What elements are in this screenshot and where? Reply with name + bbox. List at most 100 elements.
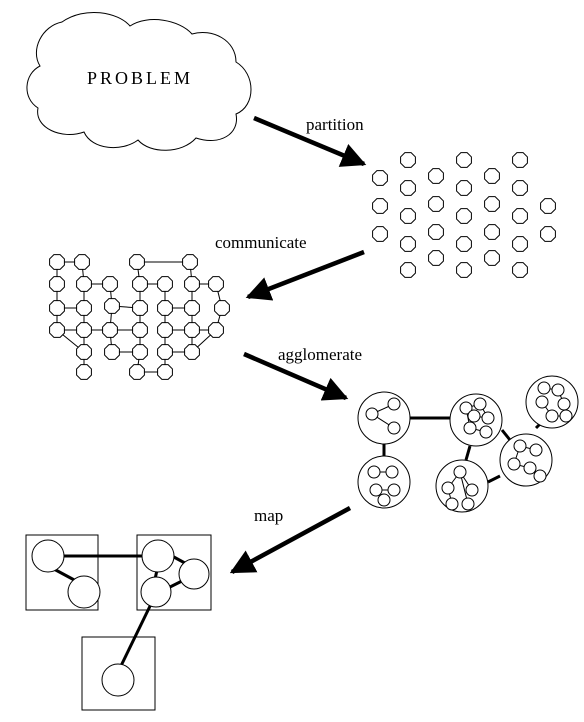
inner-task xyxy=(377,493,391,507)
communicating-task xyxy=(184,276,200,292)
inner-task xyxy=(533,469,547,483)
mapped-task xyxy=(141,539,175,573)
partition-task xyxy=(484,168,500,184)
inner-task xyxy=(365,407,379,421)
inner-task xyxy=(523,461,537,475)
communicating-task xyxy=(102,322,118,338)
inner-task xyxy=(459,401,473,415)
mapped-channel xyxy=(116,601,154,673)
communicating-task xyxy=(129,364,145,380)
communicating-task xyxy=(104,298,120,314)
communicating-task xyxy=(49,300,65,316)
inner-task xyxy=(537,381,551,395)
communicating-task xyxy=(132,300,148,316)
inner-task xyxy=(473,397,487,411)
inner-task xyxy=(387,483,401,497)
communicate-arrow xyxy=(245,249,365,301)
agglomerate-channel xyxy=(464,445,472,461)
communicating-task xyxy=(214,300,230,316)
mapped-task xyxy=(101,663,135,697)
agglomerate-cluster xyxy=(357,391,411,445)
partition-task-grid xyxy=(372,152,556,278)
partition-task xyxy=(484,224,500,240)
inner-task xyxy=(453,465,467,479)
partition-task xyxy=(456,152,472,168)
partition-task xyxy=(540,226,556,242)
partition-arrow xyxy=(253,115,367,167)
inner-task xyxy=(467,409,481,423)
communicating-task xyxy=(157,300,173,316)
partition-task xyxy=(456,208,472,224)
inner-task xyxy=(559,409,573,423)
inner-task xyxy=(441,481,455,495)
inner-task xyxy=(557,397,571,411)
communicating-task xyxy=(76,364,92,380)
agglomerate-arrow xyxy=(243,351,349,401)
inner-task xyxy=(481,411,495,425)
communicating-task xyxy=(104,344,120,360)
communicating-task xyxy=(49,276,65,292)
problem-label: PROBLEM xyxy=(87,68,193,88)
agglomerate-label: agglomerate xyxy=(278,345,362,364)
partition-task xyxy=(372,170,388,186)
communicating-task xyxy=(129,254,145,270)
partition-task xyxy=(372,198,388,214)
communicating-task xyxy=(157,322,173,338)
communicating-task xyxy=(208,276,224,292)
problem-cloud: PROBLEM xyxy=(26,11,252,151)
communication-network xyxy=(49,254,230,380)
partition-task xyxy=(484,196,500,212)
partition-task xyxy=(428,250,444,266)
mapped-task xyxy=(178,558,210,590)
inner-task xyxy=(387,421,401,435)
partition-task xyxy=(428,224,444,240)
communicating-task xyxy=(132,322,148,338)
partition-task xyxy=(540,198,556,214)
inner-task xyxy=(387,397,401,411)
inner-task xyxy=(551,383,565,397)
partition-task xyxy=(372,226,388,242)
map-label: map xyxy=(254,506,283,525)
communicating-task xyxy=(49,254,65,270)
agglomerated-tasks xyxy=(357,375,579,513)
partition-task xyxy=(400,152,416,168)
communicating-task xyxy=(132,276,148,292)
inner-task xyxy=(529,443,543,457)
partition-task xyxy=(512,236,528,252)
processor-mapping xyxy=(25,534,212,711)
communicating-task xyxy=(157,276,173,292)
communicating-task xyxy=(49,322,65,338)
communicating-task xyxy=(76,322,92,338)
partition-task xyxy=(428,168,444,184)
communicating-task xyxy=(76,276,92,292)
communicate-label: communicate xyxy=(215,233,307,252)
partition-task xyxy=(512,152,528,168)
inner-task xyxy=(463,421,477,435)
processor-box xyxy=(81,636,156,711)
partition-task xyxy=(512,208,528,224)
communicating-task xyxy=(182,254,198,270)
mapped-task xyxy=(67,575,101,609)
partition-task xyxy=(400,236,416,252)
inner-task xyxy=(535,395,549,409)
communicating-task xyxy=(132,344,148,360)
inner-task xyxy=(369,483,383,497)
partition-task xyxy=(512,180,528,196)
partition-task xyxy=(512,262,528,278)
inner-task xyxy=(445,497,459,511)
communicating-task xyxy=(74,254,90,270)
communicating-task xyxy=(157,344,173,360)
communicating-task xyxy=(76,344,92,360)
partition-task xyxy=(456,180,472,196)
partition-task xyxy=(400,180,416,196)
agglomerate-channel xyxy=(487,474,501,484)
communicating-task xyxy=(184,322,200,338)
inner-task xyxy=(367,465,381,479)
communicating-task xyxy=(102,276,118,292)
inner-task xyxy=(507,457,521,471)
inner-task xyxy=(545,409,559,423)
inner-task xyxy=(385,465,399,479)
inner-task xyxy=(461,497,475,511)
